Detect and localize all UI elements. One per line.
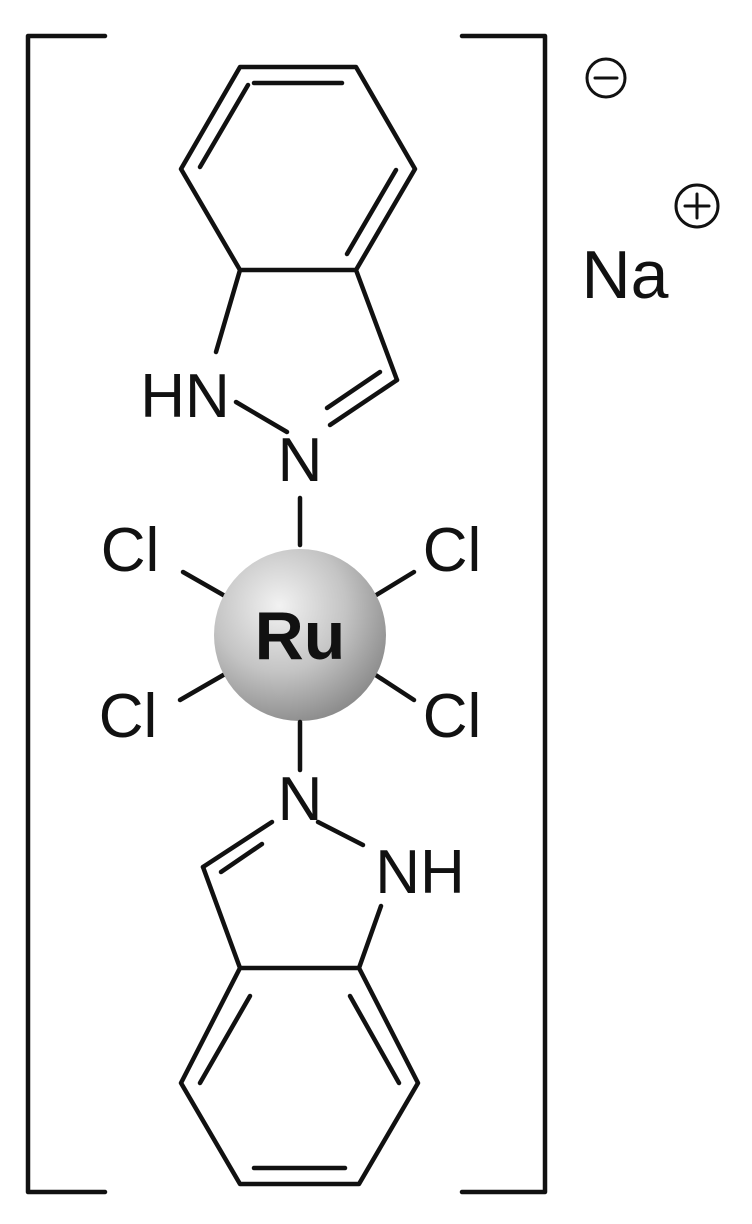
bottom-n2-c3-double-bond [218,841,265,875]
cl-label-upper-right: Cl [423,516,482,585]
top-nh-label: HN [140,362,230,431]
bottom-nh-label: NH [375,838,465,907]
bottom-benzene-inner-bond-2 [347,993,402,1086]
bottom-n2-c3-bond [200,819,275,870]
anion-minus-charge-icon [585,57,627,99]
top-c3a-c3-bond [353,267,400,383]
cl-label-lower-left: Cl [99,682,158,751]
ru-label: Ru [255,598,346,674]
ru-sphere [214,549,386,721]
cl-label-lower-right: Cl [423,682,482,751]
sodium-label: Na [582,237,669,313]
bottom-c3-c3a-bond [200,864,243,971]
bottom-benzene-ring [178,965,421,1187]
bottom-n1-c7a-bond [356,903,384,971]
left-bracket [25,33,108,1195]
bottom-n2-n1-bond [315,819,366,848]
right-bracket [459,33,548,1195]
cl-label-upper-left: Cl [101,516,160,585]
top-n-label: N [278,426,323,495]
cation-plus-charge-icon [674,183,720,229]
top-c3-n2-bond [327,377,400,428]
top-benzene-inner-bond-3 [344,167,399,257]
ru-cl-lower-left-bond [177,667,235,703]
top-c3-n2-double-bond [324,369,383,411]
top-benzene-inner-bond-2 [197,82,251,170]
top-benzene-ring [178,64,418,273]
top-n2-n1-bond [233,399,290,435]
top-n1-c7a-bond [213,267,243,355]
bottom-n-label: N [278,765,323,834]
bottom-benzene-inner-bond-1 [197,993,253,1086]
